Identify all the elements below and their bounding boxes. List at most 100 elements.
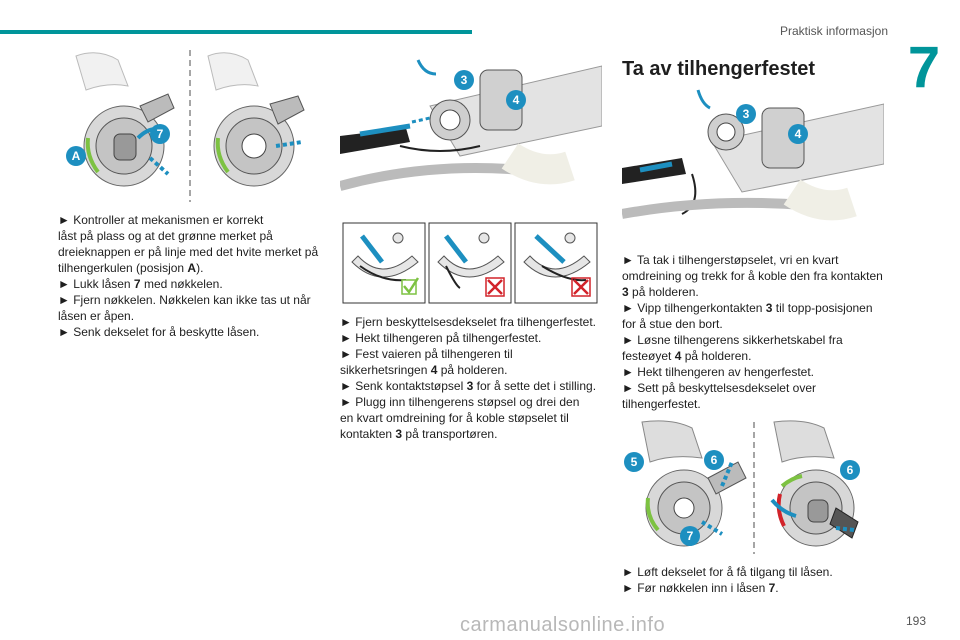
text-run: Vipp tilhengerkontakten <box>637 301 766 315</box>
text-line: festeøyet 4 på holderen. <box>622 348 892 364</box>
text-run: Hekt tilhengeren av hengerfestet. <box>637 365 814 379</box>
text-bold: 3 <box>395 427 403 441</box>
text-run: Hekt tilhengeren på tilhengerfestet. <box>355 331 542 345</box>
text-line: en kvart omdreining for å koble støpsele… <box>340 410 606 426</box>
text-line: ► Hekt tilhengeren av hengerfestet. <box>622 364 892 380</box>
text-run: på holderen. <box>437 363 508 377</box>
text-run: til topp-posisjonen <box>772 301 873 315</box>
text-line: 3 på holderen. <box>622 284 892 300</box>
chapter-number: 7 <box>907 35 941 100</box>
text-run: . <box>775 581 779 595</box>
text-bold: 3 <box>622 285 629 299</box>
bullet-marker: ► <box>340 395 356 409</box>
text-line: omdreining og trekk for å koble den fra … <box>622 268 892 284</box>
text-run: Lukk låsen <box>73 277 134 291</box>
bullet-marker: ► <box>58 213 74 227</box>
illustration-disconnect-plug: 3 4 <box>622 84 884 244</box>
header-rule <box>0 30 472 34</box>
text-run: kontakten <box>340 427 396 441</box>
column-3-text-bottom: ► Løft dekselet for å få tilgang til lås… <box>622 564 892 596</box>
section-heading: Ta av tilhengerfestet <box>622 58 816 80</box>
bullet-marker: ► <box>340 379 356 393</box>
bullet-marker: ► <box>622 381 638 395</box>
text-run: Fest vaieren på tilhengeren til <box>355 347 513 361</box>
text-line: ► Løft dekselet for å få tilgang til lås… <box>622 564 892 580</box>
text-line: låsen er åpen. <box>58 308 328 324</box>
text-bold: 3 <box>765 301 773 315</box>
text-run: med nøkkelen. <box>140 277 223 291</box>
bullet-marker: ► <box>622 365 638 379</box>
watermark: carmanualsonline.info <box>460 614 666 636</box>
text-run: dreieknappen er på linje med det hvite m… <box>58 245 319 259</box>
callout-7-lower: 7 <box>680 526 700 546</box>
bullet-marker: ► <box>622 253 637 267</box>
text-line: ► Senk dekselet for å beskytte låsen. <box>58 324 328 340</box>
text-run: på holderen. <box>628 285 699 299</box>
text-line: tilhengerkulen (posisjon A). <box>58 260 328 276</box>
bullet-marker: ► <box>340 315 356 329</box>
illustration-lock-close: A 7 <box>58 46 322 204</box>
text-run: en kvart omdreining for å koble støpsele… <box>340 411 569 425</box>
text-run: på transportøren. <box>402 427 498 441</box>
text-bold: 7 <box>133 277 141 291</box>
callout-6: 6 <box>704 450 724 470</box>
text-line: ► Senk kontaktstøpsel 3 for å sette det … <box>340 378 606 394</box>
bullet-marker: ► <box>340 347 356 361</box>
text-bold: 3 <box>466 379 474 393</box>
text-run: Senk kontaktstøpsel <box>355 379 467 393</box>
text-line: ► Vipp tilhengerkontakten 3 til topp-pos… <box>622 300 892 316</box>
text-run: tilhengerfestet. <box>622 397 701 411</box>
callout-3: 3 <box>454 70 474 90</box>
text-line: for å stue den bort. <box>622 316 892 332</box>
text-run: tilhengerkulen (posisjon <box>58 261 188 275</box>
text-run: sikkerhetsringen <box>340 363 431 377</box>
text-line: ► Løsne tilhengerens sikkerhetskabel fra <box>622 332 892 348</box>
bullet-marker: ► <box>622 301 638 315</box>
text-run: Fjern nøkkelen. Nøkkelen kan ikke tas ut… <box>73 293 311 307</box>
text-line: ► Plugg inn tilhengerens støpsel og drei… <box>340 394 606 410</box>
illustration-lock-open: 5 6 7 6 <box>622 418 886 556</box>
text-line: kontakten 3 på transportøren. <box>340 426 606 442</box>
text-run: for å stue den bort. <box>622 317 723 331</box>
text-line: tilhengerfestet. <box>622 396 892 412</box>
bullet-marker: ► <box>622 565 638 579</box>
text-run: ). <box>196 261 204 275</box>
text-line: ► Lukk låsen 7 med nøkkelen. <box>58 276 328 292</box>
text-line: sikkerhetsringen 4 på holderen. <box>340 362 606 378</box>
illustration-connect-plug: 3 4 <box>340 46 602 214</box>
text-line: ► Fjern nøkkelen. Nøkkelen kan ikke tas … <box>58 292 328 308</box>
bullet-marker: ► <box>58 325 74 339</box>
text-run: på holderen. <box>681 349 752 363</box>
text-run: Løft dekselet for å få tilgang til låsen… <box>637 565 833 579</box>
callout-4: 4 <box>506 90 526 110</box>
text-run: festeøyet <box>622 349 675 363</box>
text-line: ► Fjern beskyttelsesdekselet fra tilheng… <box>340 314 606 330</box>
text-run: Sett på beskyttelsesdekselet over <box>637 381 816 395</box>
text-line: ► Hekt tilhengeren på tilhengerfestet. <box>340 330 606 346</box>
callout-6-right: 6 <box>840 460 860 480</box>
illustration-cable-attachment <box>342 222 598 304</box>
callout-4-right: 4 <box>788 124 808 144</box>
text-line: ► Fest vaieren på tilhengeren til <box>340 346 606 362</box>
text-run: Senk dekselet for å beskytte låsen. <box>73 325 260 339</box>
bullet-marker: ► <box>622 581 638 595</box>
column-2-text: ► Fjern beskyttelsesdekselet fra tilheng… <box>340 314 606 442</box>
text-run: låsen er åpen. <box>58 309 135 323</box>
text-run: Plugg inn tilhengerens støpsel og drei d… <box>355 395 580 409</box>
text-run: Løsne tilhengerens sikkerhetskabel fra <box>637 333 843 347</box>
text-bold: A <box>187 261 197 275</box>
text-line: låst på plass og at det grønne merket på <box>58 228 328 244</box>
text-run: omdreining og trekk for å koble den fra … <box>622 269 883 283</box>
text-line: dreieknappen er på linje med det hvite m… <box>58 244 328 260</box>
text-run: Fjern beskyttelsesdekselet fra tilhenger… <box>355 315 597 329</box>
text-run: Ta tak i tilhengerstøpselet, vri en kvar… <box>637 253 839 267</box>
callout-3-right: 3 <box>736 104 756 124</box>
bullet-marker: ► <box>622 333 638 347</box>
bullet-marker: ► <box>58 293 74 307</box>
text-run: Kontroller at mekanismen er korrekt <box>73 213 264 227</box>
text-line: ► Sett på beskyttelsesdekselet over <box>622 380 892 396</box>
text-line: ► Kontroller at mekanismen er korrekt <box>58 212 328 228</box>
column-3-text-top: ► Ta tak i tilhengerstøpselet, vri en kv… <box>622 252 892 412</box>
text-run: Før nøkkelen inn i låsen <box>637 581 769 595</box>
